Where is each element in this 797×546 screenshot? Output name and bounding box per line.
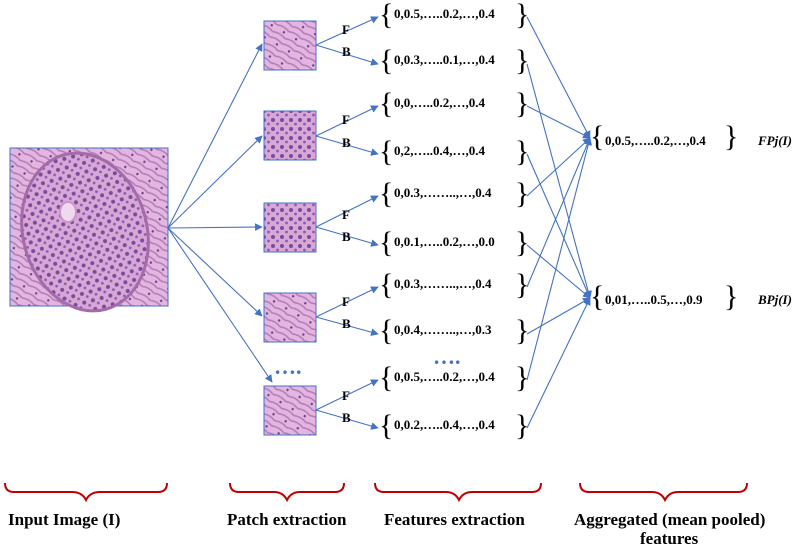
feature-vector: { 0,2,…..0.4,…,0.4 } [379,135,529,168]
feature-vector: { 0,0.3,……..,…,0.4 } [379,177,529,210]
svg-text:}: } [515,0,529,31]
feature-vector: { 0,0.3,…..0.1,…,0.4 } [379,44,529,77]
svg-text:}: } [515,314,529,347]
svg-text:0,0.5,…..0.2,…,0.4: 0,0.5,…..0.2,…,0.4 [394,369,495,384]
svg-text:0,0.2,…..0.4,…,0.4: 0,0.2,…..0.4,…,0.4 [394,417,495,432]
section-brace-input [4,482,168,503]
aggregated-name: FPj(I) [757,133,792,148]
svg-text:}: } [515,87,529,120]
svg-text:0,0.3,……..,…,0.4: 0,0.3,……..,…,0.4 [394,276,492,291]
section-label-aggregated: Aggregated (mean pooled) [574,510,765,529]
aggregated-foreground: { 0,0.5,…..0.2,…,0.4 } FPj(I) [590,120,792,153]
section-label-patch: Patch extraction [227,510,347,529]
branch-label-b: B [342,316,351,331]
feature-vector: { 0,0,…..0.2,…,0.4 } [379,87,529,120]
branch-label-b: B [342,229,351,244]
feature-vector: { 0,0.1,…..0.2,…,0.0 } [379,226,529,259]
svg-text:}: } [515,361,529,394]
svg-text:{: { [379,361,393,394]
feature-vector: { 0,0.5,…..0.2,…,0.4 } [379,361,529,394]
feature-vector: { 0,0.2,…..0.4,…,0.4 } [379,409,529,442]
svg-text:{: { [379,409,393,442]
branch-label-f: F [342,112,350,127]
feature-to-aggregate-arrows [526,16,592,429]
svg-text:0,0.1,…..0.2,…,0.0: 0,0.1,…..0.2,…,0.0 [394,234,495,249]
svg-text:{: { [379,135,393,168]
svg-text:}: } [515,268,529,301]
section-brace-patch [229,482,345,503]
input-image [9,147,169,313]
svg-text:{: { [590,120,604,153]
branch-label-f: F [342,22,350,37]
svg-text:}: } [515,226,529,259]
branch-label-f: F [342,207,350,222]
feature-vector: { 0,0.3,……..,…,0.4 } [379,268,529,301]
input-to-patch-arrows [167,43,273,383]
branch-label-b: B [342,44,351,59]
svg-text:0,0.4,……..,…,0.3: 0,0.4,……..,…,0.3 [394,322,492,337]
features-ellipsis: …. [433,344,461,369]
feature-vector: { 0,0.4,……..,…,0.3 } [379,314,529,347]
patch-image [263,202,317,253]
svg-text:{: { [379,226,393,259]
svg-text:0,0.5,…..0.2,…,0.4: 0,0.5,…..0.2,…,0.4 [394,6,495,21]
branch-label-f: F [342,294,350,309]
svg-text:{: { [379,87,393,120]
fb-labels: F B F B F B F B F B [342,22,351,425]
section-label-input: Input Image (I) [8,510,120,529]
section-label-aggregated-line2: features [640,529,699,546]
svg-text:0,0,…..0.2,…,0.4: 0,0,…..0.2,…,0.4 [394,95,486,110]
patch-image [263,20,317,71]
svg-text:{: { [379,314,393,347]
branch-label-b: B [342,410,351,425]
patch-ellipsis: …. [274,354,302,379]
svg-text:{: { [379,44,393,77]
svg-text:}: } [515,409,529,442]
svg-text:}: } [724,120,738,153]
patch-thumbnails [263,20,317,436]
section-brace-features [374,482,542,503]
branch-label-b: B [342,135,351,150]
aggregated-background: { 0,01,…..0.5,…,0.9 } BPj(I) [590,280,792,313]
patch-image [263,110,317,161]
svg-text:0,0.3,……..,…,0.4: 0,0.3,……..,…,0.4 [394,185,492,200]
svg-text:0,2,…..0.4,…,0.4: 0,2,…..0.4,…,0.4 [394,143,486,158]
svg-text:{: { [590,280,604,313]
patch-image [263,292,317,343]
fb-branches [315,16,379,430]
aggregated-vector: 0,01,…..0.5,…,0.9 [605,292,703,307]
svg-text:{: { [379,0,393,31]
patch-image [263,385,317,436]
feature-vectors: { 0,0.5,…..0.2,…,0.4 } { 0,0.3,…..0.1,…,… [379,0,529,442]
branch-label-f: F [342,388,350,403]
svg-text:}: } [724,280,738,313]
aggregated-name: BPj(I) [757,292,792,307]
section-braces [4,482,748,503]
section-brace-aggregated [579,482,748,503]
bp-label: BPj(I) [757,292,792,307]
svg-text:0,0.3,…..0.1,…,0.4: 0,0.3,…..0.1,…,0.4 [394,52,495,67]
aggregated-vector: 0,0.5,…..0.2,…,0.4 [605,133,706,148]
svg-text:{: { [379,177,393,210]
fp-label: FPj(I) [757,133,792,148]
section-labels: Input Image (I) Patch extraction Feature… [8,510,765,546]
svg-text:}: } [515,44,529,77]
svg-text:}: } [515,177,529,210]
section-label-features: Features extraction [384,510,525,529]
svg-text:{: { [379,268,393,301]
feature-vector: { 0,0.5,…..0.2,…,0.4 } [379,0,529,31]
svg-text:}: } [515,135,529,168]
